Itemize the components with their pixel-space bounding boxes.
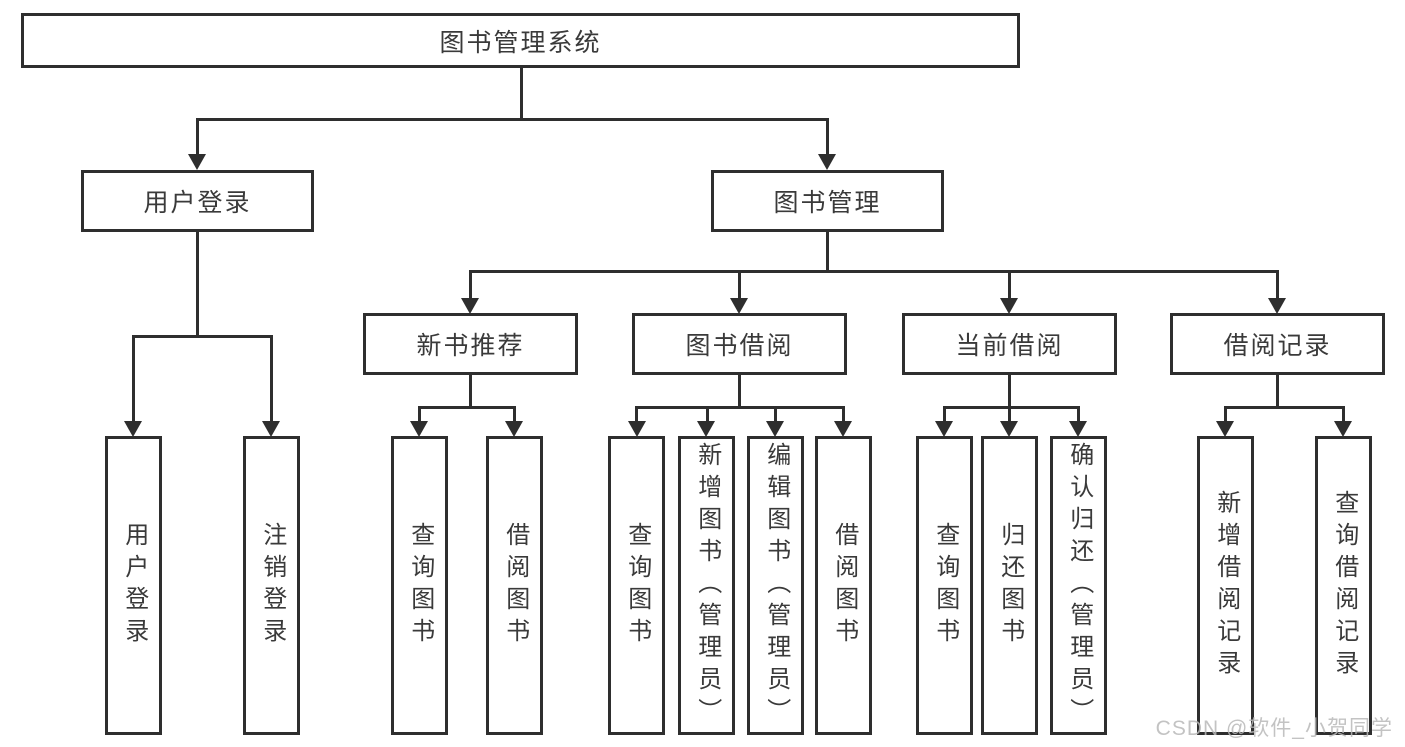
connector-line [1276,270,1279,301]
leaf-add-book-admin: 新增图书（管理员） [678,436,735,735]
connector-line [738,270,741,301]
leaf-query-borrow-record: 查询借阅记录 [1315,436,1372,735]
arrowhead [697,421,715,437]
leaf-return-book-label: 归还图书 [996,521,1024,650]
leaf-logout: 注销登录 [243,436,300,735]
leaf-confirm-return-admin-label: 确认归还（管理员） [1065,441,1093,730]
leaf-query-book-current: 查询图书 [916,436,973,735]
arrowhead [1334,421,1352,437]
node-root: 图书管理系统 [21,13,1020,68]
connector-line [826,118,829,158]
connector-line [635,406,638,424]
arrowhead [461,298,479,314]
connector-line [706,406,709,424]
leaf-confirm-return-admin: 确认归还（管理员） [1050,436,1107,735]
arrowhead [1000,421,1018,437]
arrowhead [410,421,428,437]
connector-line [1008,375,1011,408]
connector-line [1008,270,1011,301]
leaf-query-book-newrec: 查询图书 [391,436,448,735]
leaf-borrow-book-newrec: 借阅图书 [486,436,543,735]
node-current-borrowing: 当前借阅 [902,313,1117,375]
connector-line [132,336,135,424]
connector-line [469,375,472,408]
node-book-borrowing-label: 图书借阅 [685,332,794,360]
connector-line [774,406,777,424]
node-book-borrowing: 图书借阅 [632,313,847,375]
arrowhead [262,421,280,437]
connector-line [826,231,829,273]
leaf-add-borrow-record: 新增借阅记录 [1197,436,1254,735]
connector-line [196,118,199,158]
connector-line [1224,406,1345,409]
arrowhead [935,421,953,437]
leaf-query-book-newrec-label: 查询图书 [406,521,434,650]
arrowhead [1000,298,1018,314]
node-new-book-recommend: 新书推荐 [363,313,578,375]
leaf-borrow-book: 借阅图书 [815,436,872,735]
leaf-borrow-book-newrec-label: 借阅图书 [501,521,529,650]
leaf-user-login-label: 用户登录 [120,521,148,650]
connector-line [513,406,516,424]
watermark-text: CSDN @软件_小贺同学 [1155,717,1393,740]
arrowhead [730,298,748,314]
connector-line [469,270,1279,273]
connector-line [1342,406,1345,424]
connector-line [520,68,523,121]
leaf-edit-book-admin: 编辑图书（管理员） [747,436,804,735]
connector-line [469,270,472,301]
node-borrowing-records-label: 借阅记录 [1223,332,1332,360]
leaf-query-borrow-record-label: 查询借阅记录 [1330,489,1358,682]
node-root-label: 图书管理系统 [439,28,602,57]
arrowhead [1216,421,1234,437]
leaf-query-book-borrow-label: 查询图书 [623,521,651,650]
node-book-management-label: 图书管理 [773,189,882,217]
connector-line [1224,406,1227,424]
node-user-login: 用户登录 [81,170,314,232]
arrowhead [505,421,523,437]
connector-line [196,231,199,338]
leaf-query-book-current-label: 查询图书 [931,521,959,650]
leaf-logout-label: 注销登录 [258,521,286,650]
leaf-borrow-book-label: 借阅图书 [830,521,858,650]
connector-line [943,406,946,424]
leaf-query-book-borrow: 查询图书 [608,436,665,735]
node-borrowing-records: 借阅记录 [1170,313,1385,375]
arrowhead [1069,421,1087,437]
connector-line [418,406,421,424]
leaf-add-book-admin-label: 新增图书（管理员） [693,441,721,730]
leaf-edit-book-admin-label: 编辑图书（管理员） [762,441,790,730]
leaf-add-borrow-record-label: 新增借阅记录 [1212,489,1240,682]
connector-line [738,375,741,408]
connector-line [635,406,845,409]
leaf-return-book: 归还图书 [981,436,1038,735]
node-new-book-recommend-label: 新书推荐 [416,332,525,360]
arrowhead [124,421,142,437]
connector-line [1008,406,1011,424]
connector-line [943,406,1080,409]
connector-line [1276,375,1279,408]
arrowhead [628,421,646,437]
node-user-login-label: 用户登录 [143,189,252,217]
arrowhead [834,421,852,437]
node-current-borrowing-label: 当前借阅 [955,332,1064,360]
connector-line [842,406,845,424]
connector-line [132,335,273,338]
arrowhead [818,154,836,170]
arrowhead [188,154,206,170]
connector-line [1077,406,1080,424]
arrowhead [1268,298,1286,314]
connector-line [196,118,829,121]
arrowhead [766,421,784,437]
node-book-management: 图书管理 [711,170,944,232]
connector-line [270,336,273,424]
connector-line [418,406,516,409]
leaf-user-login: 用户登录 [105,436,162,735]
